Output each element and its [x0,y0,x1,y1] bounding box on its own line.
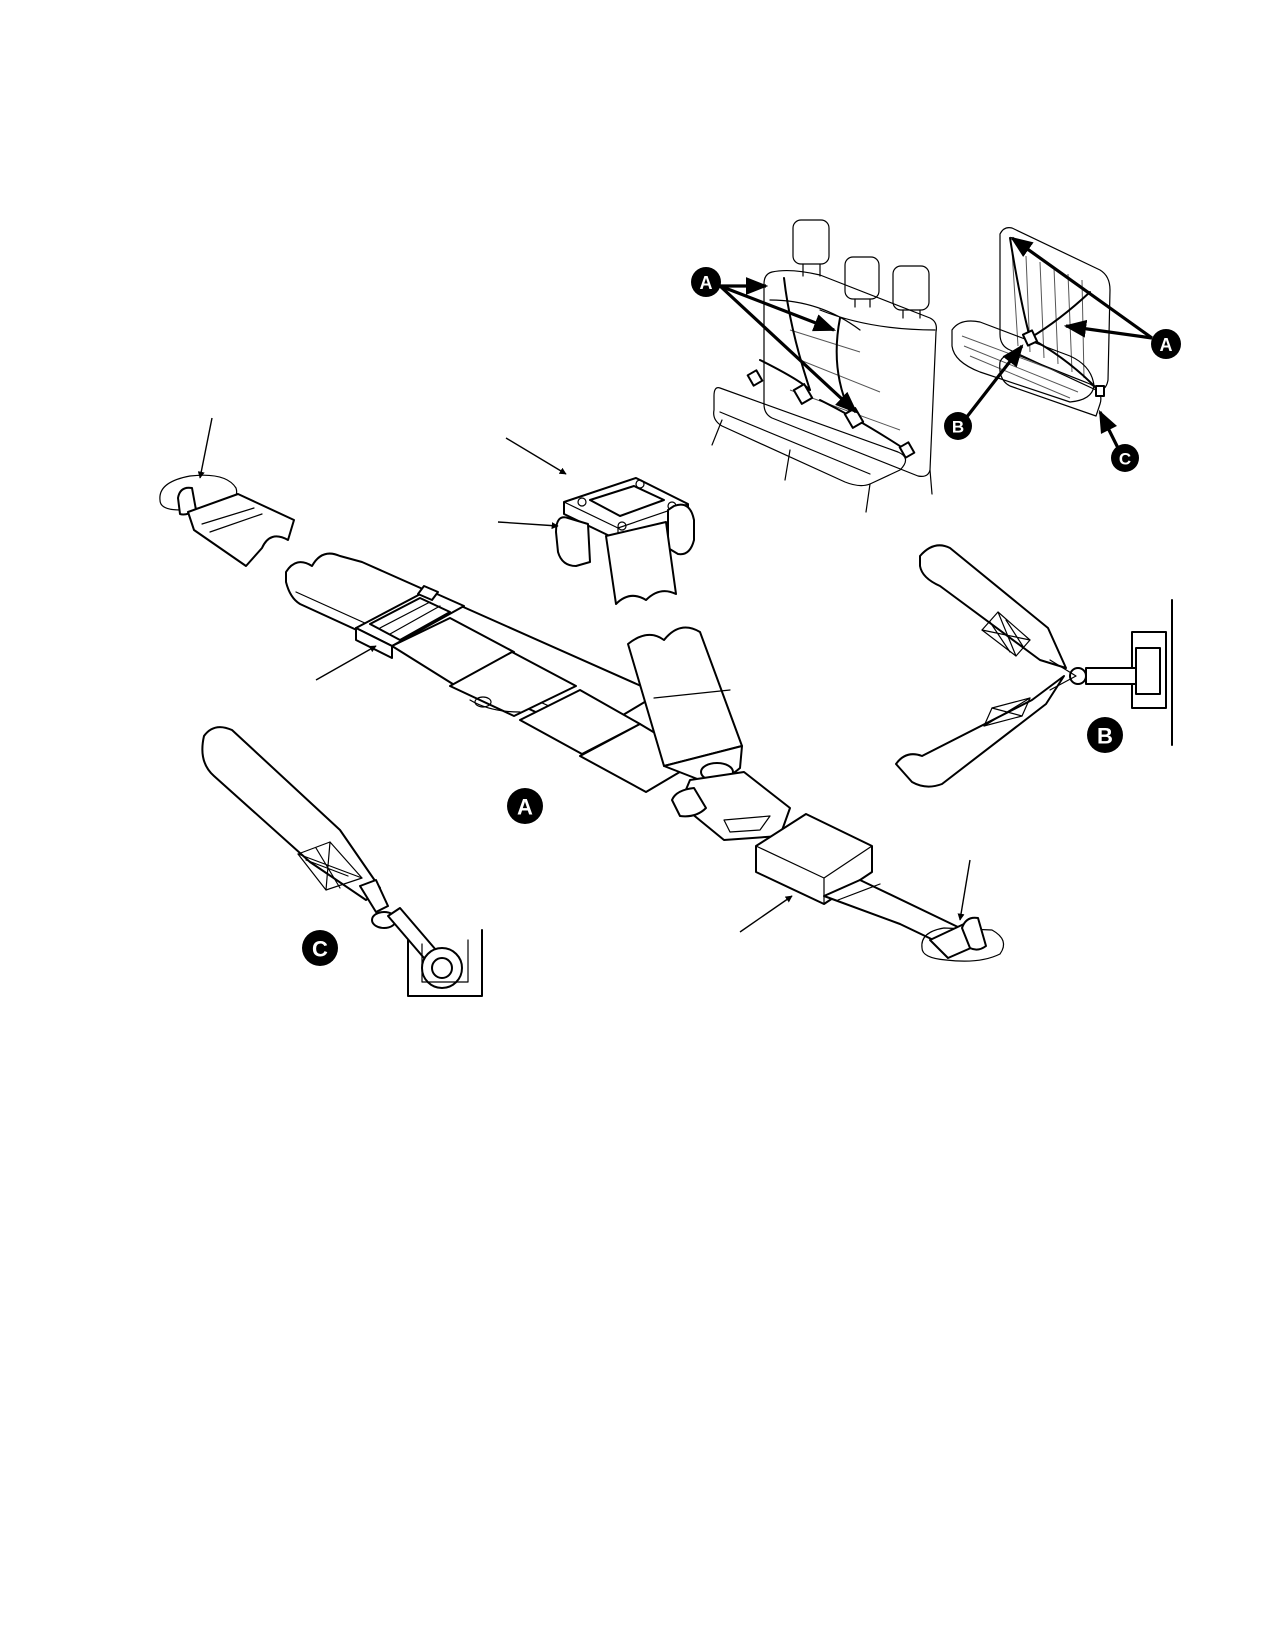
callout-c-bucket: C [1111,444,1139,472]
svg-text:A: A [700,273,713,293]
callout-c-detail: C [302,930,338,966]
adjuster-strap [285,552,701,793]
detail-c [201,726,483,997]
svg-text:C: C [312,937,328,962]
left-anchor-plate [159,474,295,567]
svg-text:B: B [952,418,964,437]
buckle [755,813,961,947]
svg-text:B: B [1097,724,1113,749]
callout-a-main: A [507,788,543,824]
leader-lines [197,236,1153,933]
right-anchor-plate [921,916,1005,962]
shoulder-strap [627,626,791,841]
callout-a-bucket: A [1151,329,1181,359]
callout-a-bench: A [691,267,721,297]
retractor-detail [555,477,695,605]
svg-text:A: A [1160,335,1173,355]
bench-seat-illustration [711,219,937,513]
callout-b-detail: B [1087,717,1123,753]
svg-text:A: A [517,795,533,820]
callout-b-bucket: B [944,412,972,440]
detail-b [895,544,1173,788]
svg-text:C: C [1119,450,1131,469]
bucket-seat-illustration [951,227,1111,417]
belt-assembly-a [159,474,1005,962]
